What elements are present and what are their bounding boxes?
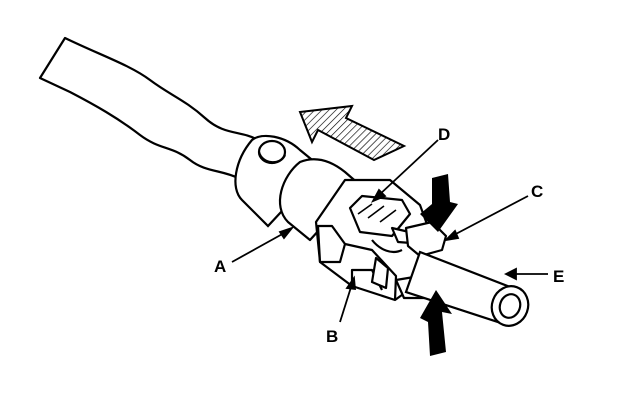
leader-lines: [231, 139, 548, 323]
hose-collar: [234, 134, 324, 228]
pipe-e: [404, 250, 530, 327]
label-d: D: [438, 125, 450, 144]
label-b: B: [326, 327, 338, 346]
press-arrow-top: [420, 174, 458, 232]
retainer-clip-b: [314, 178, 434, 302]
direction-arrow: [298, 104, 407, 162]
label-e: E: [553, 267, 564, 286]
connector-body: [278, 158, 362, 242]
label-c: C: [531, 182, 543, 201]
leader-c: [451, 195, 529, 237]
hose: [38, 36, 268, 180]
leader-a: [231, 231, 287, 263]
press-arrow-bottom: [420, 290, 452, 356]
leader-b: [339, 283, 353, 323]
label-a: A: [214, 257, 226, 276]
leader-d: [377, 139, 439, 197]
